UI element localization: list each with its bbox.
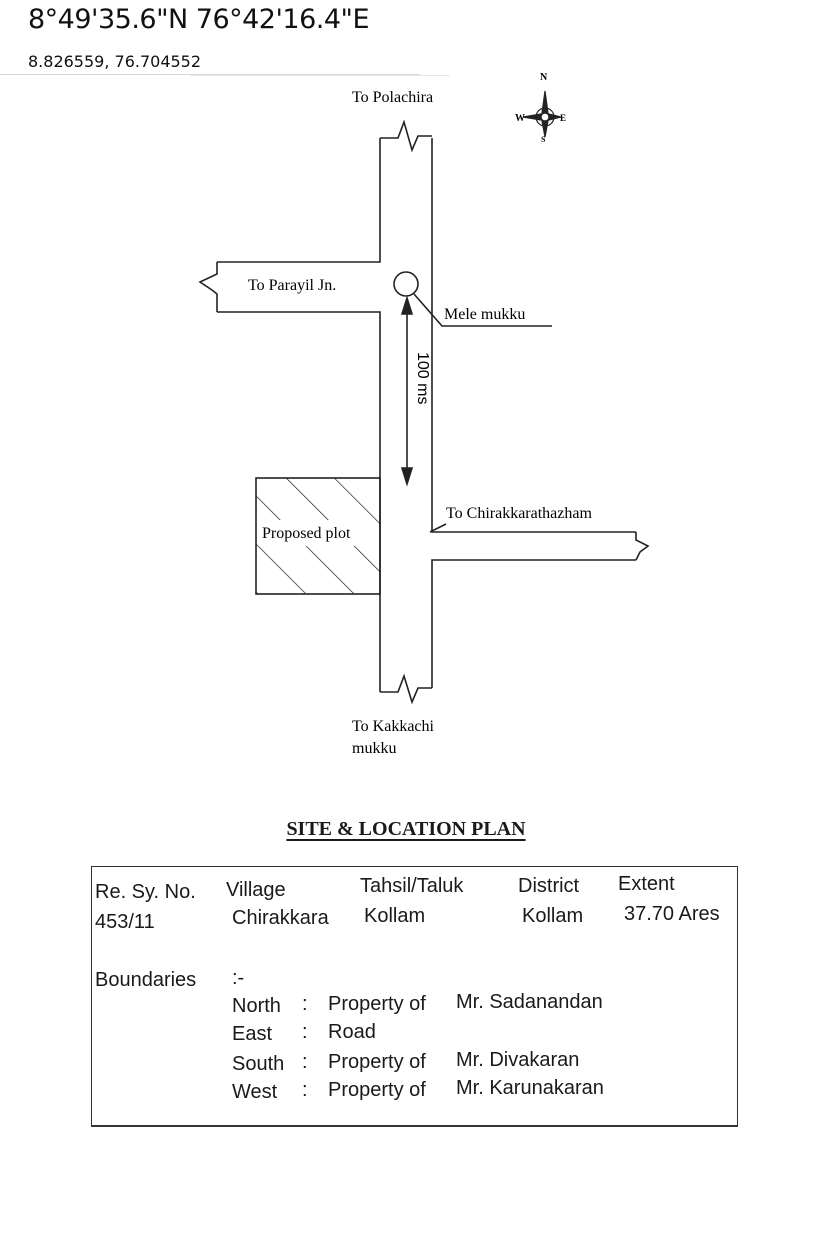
label-landmark: Mele mukku xyxy=(444,306,525,323)
coordinates-dms: 8°49'35.6"N 76°42'16.4"E xyxy=(28,4,370,35)
coordinates-decimal: 8.826559, 76.704552 xyxy=(28,52,202,71)
east-break-symbol xyxy=(635,532,650,561)
dimension-arrow-bottom xyxy=(400,467,414,487)
boundary-south-dir: South xyxy=(232,1053,285,1075)
boundary-south-colon: : xyxy=(302,1051,308,1073)
location-sketch-map: To Polachira To Parayil Jn. Mele mukku 1… xyxy=(198,72,650,757)
main-road-right-edge xyxy=(431,138,636,688)
compass-rose-icon xyxy=(522,90,562,138)
site-details-table: Re. Sy. No. Village Tahsil/Taluk Distric… xyxy=(91,866,738,1127)
boundary-west-owner: Mr. Karunakaran xyxy=(456,1077,604,1099)
value-taluk: Kollam xyxy=(364,905,426,927)
boundary-east-dir: East xyxy=(232,1023,273,1045)
south-break-symbol xyxy=(380,673,432,705)
header-survey: Re. Sy. No. xyxy=(95,881,196,903)
label-east-road: To Chirakkarathazham xyxy=(446,505,592,522)
boundary-south-owner: Mr. Divakaran xyxy=(456,1049,580,1071)
header-district: District xyxy=(518,875,580,897)
compass-n: N xyxy=(540,72,548,83)
west-break-symbol xyxy=(198,262,218,312)
dimension-arrow-top xyxy=(400,295,414,315)
plan-title: SITE & LOCATION PLAN xyxy=(286,818,526,840)
north-break-symbol xyxy=(380,119,432,153)
header-extent: Extent xyxy=(618,873,675,895)
boundaries-separator: :- xyxy=(232,967,245,989)
value-district: Kollam xyxy=(522,905,584,927)
boundary-east-desc: Road xyxy=(328,1021,376,1043)
landmark-circle xyxy=(393,271,419,297)
value-extent: 37.70 Ares xyxy=(624,903,720,925)
compass-s: S xyxy=(541,135,546,144)
value-survey: 453/11 xyxy=(95,911,155,933)
header-taluk: Tahsil/Taluk xyxy=(360,875,464,897)
value-village: Chirakkara xyxy=(232,907,329,929)
header-divider xyxy=(0,74,420,75)
boundary-south-desc: Property of xyxy=(328,1051,426,1073)
label-south-road-1: To Kakkachi xyxy=(352,718,435,735)
boundary-east-colon: : xyxy=(302,1021,308,1043)
east-label-underline xyxy=(429,523,447,533)
header-divider-faint xyxy=(190,75,450,76)
label-north-road: To Polachira xyxy=(352,89,433,106)
header-village: Village xyxy=(226,879,286,901)
boundary-north-desc: Property of xyxy=(328,993,426,1015)
boundary-north-dir: North xyxy=(232,995,281,1017)
label-proposed-plot: Proposed plot xyxy=(262,525,351,542)
compass-e: E xyxy=(560,113,566,123)
label-south-road-2: mukku xyxy=(352,740,396,757)
boundary-north-colon: : xyxy=(302,993,308,1015)
main-road-left-edge xyxy=(217,138,381,692)
landmark-leader-line xyxy=(413,293,552,327)
boundaries-label: Boundaries xyxy=(95,969,197,991)
label-west-road: To Parayil Jn. xyxy=(248,277,336,294)
boundary-west-dir: West xyxy=(232,1081,278,1103)
label-distance: 100 ms xyxy=(414,352,431,404)
boundary-west-colon: : xyxy=(302,1079,308,1101)
boundary-west-desc: Property of xyxy=(328,1079,426,1101)
compass-w: W xyxy=(515,113,525,124)
boundary-north-owner: Mr. Sadanandan xyxy=(456,991,603,1013)
